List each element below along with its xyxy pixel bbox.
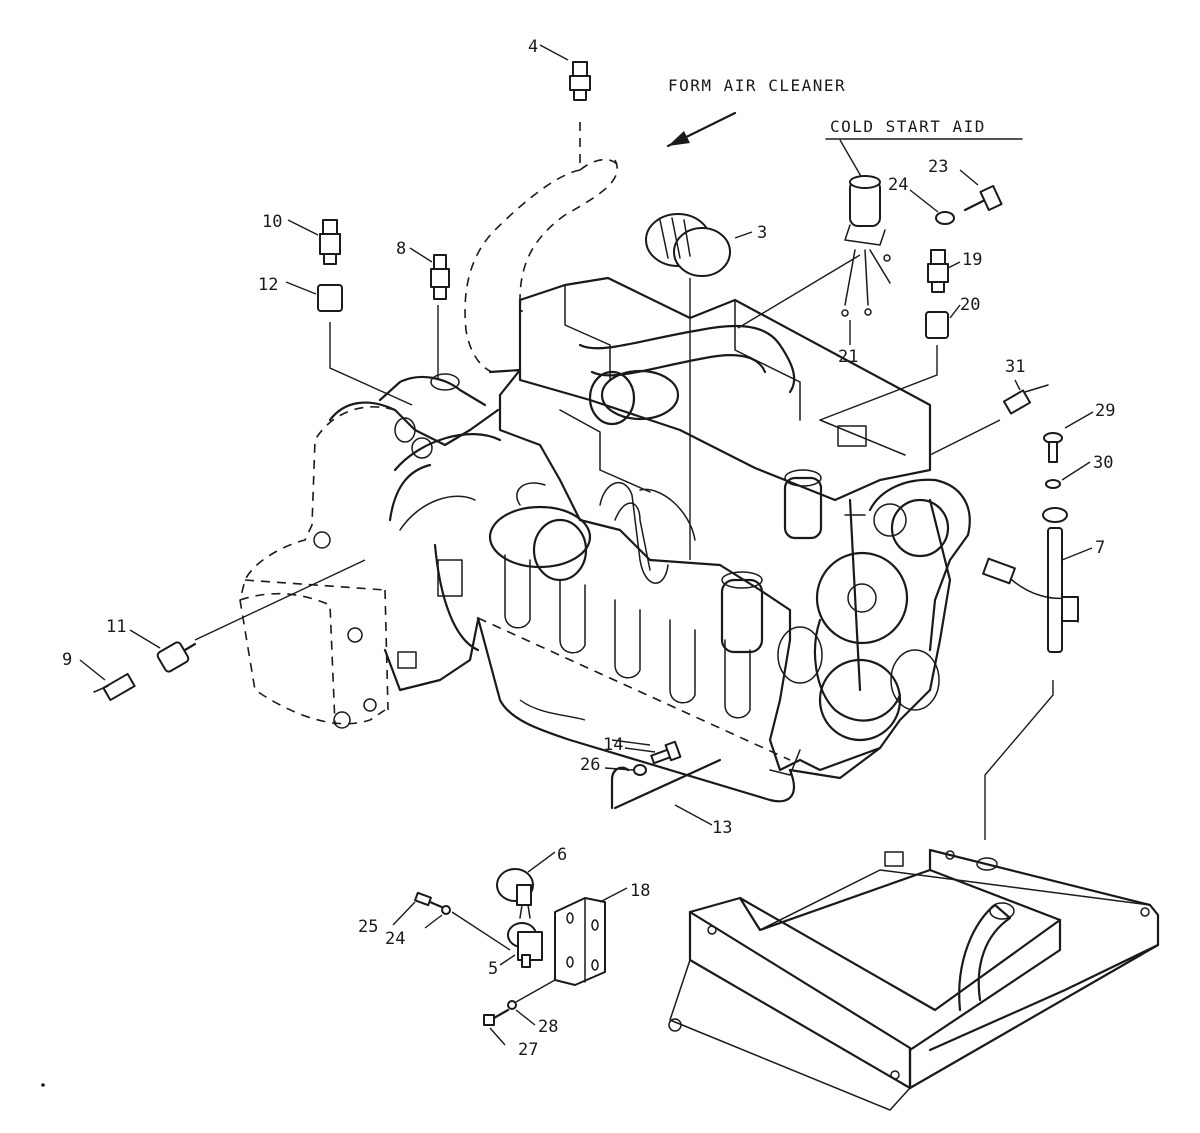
callout-25: 25 xyxy=(358,917,378,937)
part-28-washer xyxy=(507,1000,517,1010)
part-5-sender xyxy=(507,922,543,968)
leader-bolt-to-bracket xyxy=(515,979,556,1003)
air-intake-pipe xyxy=(464,158,621,373)
callout-23: 23 xyxy=(928,157,948,177)
callout-14: 14 xyxy=(603,735,623,755)
transmission-housing xyxy=(239,406,396,729)
callout-11: 11 xyxy=(106,617,126,637)
callout-24-top: 24 xyxy=(888,175,908,195)
from-air-cleaner-arrow xyxy=(666,111,737,148)
part-24-washer-bottom xyxy=(441,905,451,915)
part-7-dipstick xyxy=(982,507,1079,653)
cold-start-aid-label: COLD START AID xyxy=(830,117,986,136)
part-14-bolt xyxy=(650,740,682,765)
callout-27: 27 xyxy=(518,1040,538,1060)
callout-4: 4 xyxy=(528,37,538,57)
callout-18: 18 xyxy=(630,881,650,901)
callout-29: 29 xyxy=(1095,401,1115,421)
callout-26: 26 xyxy=(580,755,600,775)
callout-6: 6 xyxy=(557,845,567,865)
callout-8: 8 xyxy=(396,239,406,259)
cold-start-aid-leader xyxy=(839,139,863,179)
from-air-cleaner-label: FORM AIR CLEANER xyxy=(668,76,846,95)
callout-leaders xyxy=(79,44,1094,1046)
part-20-adapter xyxy=(925,311,949,339)
part-4-sender xyxy=(569,61,591,101)
part-31-sensor xyxy=(1002,384,1049,415)
part-10-sender xyxy=(319,219,341,265)
callout-28: 28 xyxy=(538,1017,558,1037)
callout-10: 10 xyxy=(262,212,282,232)
callout-21: 21 xyxy=(838,347,858,367)
part-19-switch xyxy=(927,249,949,293)
callout-31: 31 xyxy=(1005,357,1025,377)
part-3-filter xyxy=(645,213,731,277)
radiator-support-frame xyxy=(668,848,1160,1111)
part-26-washer xyxy=(633,764,647,776)
flywheel-housing xyxy=(328,373,502,692)
callout-20: 20 xyxy=(960,295,980,315)
callout-13: 13 xyxy=(712,818,732,838)
part-27-bolt xyxy=(483,1008,510,1026)
leader-lines xyxy=(194,122,1054,840)
part-30-washer xyxy=(1045,479,1061,489)
callout-labels: 4 3 10 12 8 23 24 19 20 21 31 29 30 7 11… xyxy=(62,37,1115,1060)
part-13-tube xyxy=(610,758,722,810)
callout-24-bottom: 24 xyxy=(385,929,405,949)
part-9-sensor xyxy=(93,672,136,702)
callout-3: 3 xyxy=(757,223,767,243)
part-11-adapter xyxy=(156,641,197,673)
stray-dot xyxy=(41,1083,45,1087)
part-8-switch xyxy=(430,254,450,300)
part-cold-start-unit xyxy=(841,175,891,317)
part-6-sender xyxy=(496,868,534,919)
leader-bolt-to-sender xyxy=(451,911,511,951)
part-23-bolt xyxy=(963,184,1003,212)
callout-12: 12 xyxy=(258,275,278,295)
part-24-washer-top xyxy=(935,211,955,225)
part-12-adapter xyxy=(317,284,343,312)
part-25-bolt xyxy=(414,891,446,910)
callout-7: 7 xyxy=(1095,538,1105,558)
engine-block xyxy=(476,276,971,803)
part-29-bolt xyxy=(1043,432,1063,463)
callout-19: 19 xyxy=(962,250,982,270)
part-18-bracket xyxy=(554,897,606,986)
callout-30: 30 xyxy=(1093,453,1113,473)
callout-9: 9 xyxy=(62,650,72,670)
callout-5: 5 xyxy=(488,959,498,979)
